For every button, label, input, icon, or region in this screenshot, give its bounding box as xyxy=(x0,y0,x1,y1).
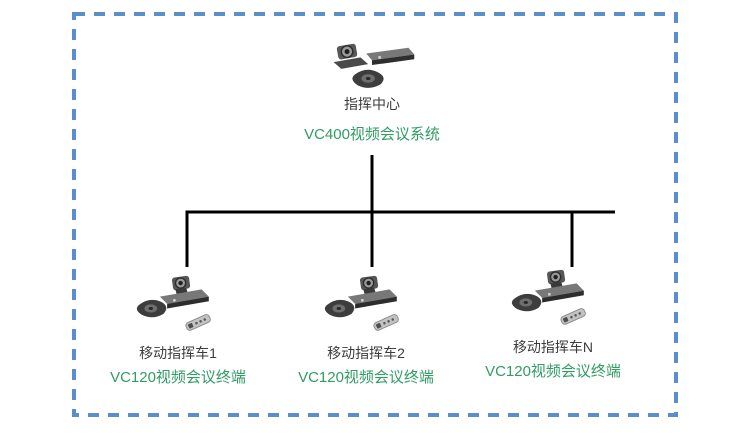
child-node-title: 移动指挥车2 xyxy=(327,345,405,361)
vc400-endpoint-icon xyxy=(333,43,415,88)
root-node-title: 指挥中心 xyxy=(344,96,400,112)
dashed-border xyxy=(72,12,678,417)
child-node-subtitle: VC120视频会议终端 xyxy=(298,369,434,386)
vc120-endpoint-icon xyxy=(511,269,586,325)
root-node-command-center: 指挥中心 VC400视频会议系统 xyxy=(287,40,457,144)
root-node-subtitle: VC400视频会议系统 xyxy=(304,126,440,143)
child-node-subtitle: VC120视频会议终端 xyxy=(485,363,621,380)
child-node-vehicle-n: 移动指挥车N VC120视频会议终端 xyxy=(468,268,638,381)
vc120-endpoint-icon xyxy=(324,275,399,331)
child-node-title: 移动指挥车N xyxy=(512,339,594,355)
child-node-subtitle: VC120视频会议终端 xyxy=(110,369,246,386)
child-node-title: 移动指挥车1 xyxy=(139,345,217,361)
child-node-vehicle-2: 移动指挥车2 VC120视频会议终端 xyxy=(281,274,451,387)
vc120-endpoint-icon xyxy=(136,275,211,331)
child-node-vehicle-1: 移动指挥车1 VC120视频会议终端 xyxy=(93,274,263,387)
